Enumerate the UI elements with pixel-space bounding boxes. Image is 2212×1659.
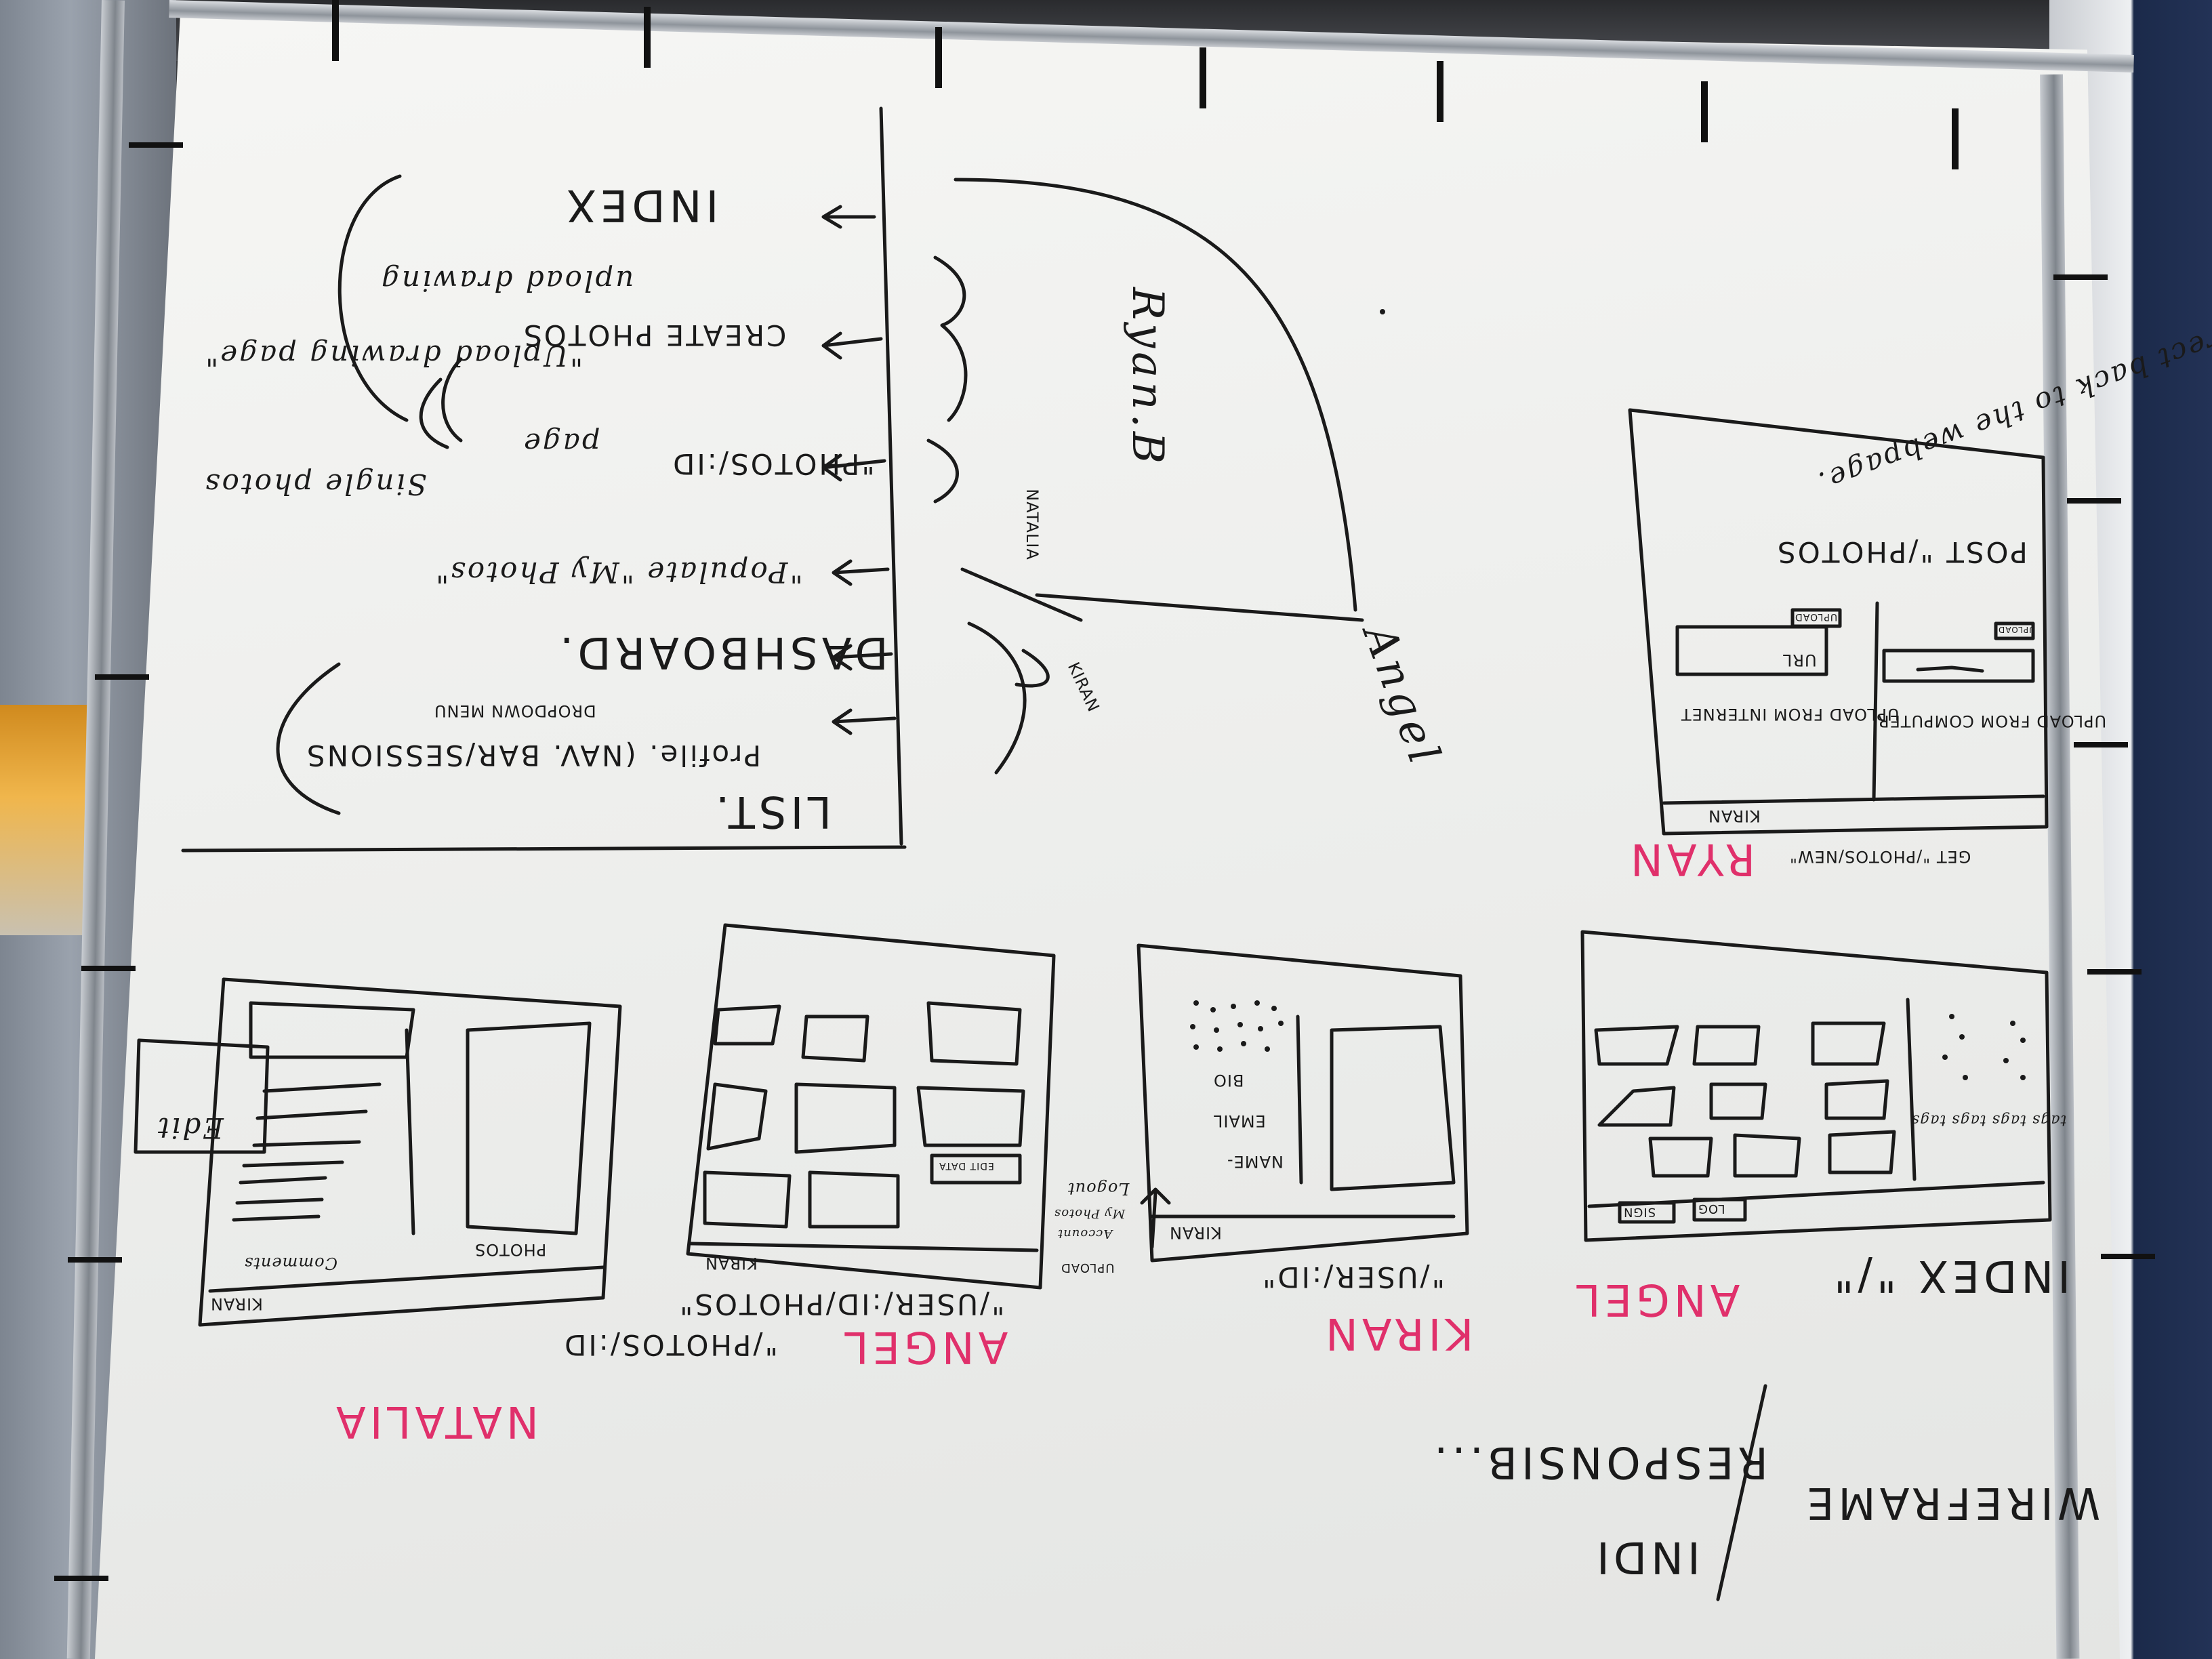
slash-divider xyxy=(1716,1384,1767,1601)
email-field-label: EMAIL xyxy=(1213,1111,1266,1130)
group-bracket-curve xyxy=(954,178,1357,612)
photo-detail-comments-label: Comments xyxy=(244,1254,337,1273)
owner-ryan: RYAN xyxy=(1626,834,1756,884)
user-profile-header: KIRAN xyxy=(1169,1223,1222,1242)
photo-detail-wireframe-frame xyxy=(198,977,622,1327)
route-user-id: "/USER/:ID" xyxy=(1261,1261,1445,1294)
upload-from-computer-label: UPLOAD FROM COMPUTER xyxy=(1877,712,2107,731)
zip-tie xyxy=(2101,1254,2155,1259)
upload-button-label: UPLOAD xyxy=(1795,611,1838,622)
note-responsibility: RESPONSIB... xyxy=(1430,1437,1768,1487)
list-arrows xyxy=(821,205,897,735)
note-wireframe: WIREFRAME xyxy=(1803,1477,2101,1528)
user-profile-wireframe-frame xyxy=(1136,943,1469,1263)
photo-detail-photos-label: PHOTOS xyxy=(474,1240,547,1259)
upload-label: UPLOAD xyxy=(1061,1261,1115,1275)
url-label: URL xyxy=(1782,651,1817,670)
index-wireframe-frame xyxy=(1580,930,2052,1242)
list-divider-horizontal xyxy=(181,845,907,853)
zip-tie xyxy=(2053,274,2108,280)
list-item-single-photos: Single photos xyxy=(203,468,427,501)
zip-tie xyxy=(1952,108,1959,169)
dots xyxy=(1190,309,2026,1080)
zip-tie xyxy=(2087,969,2142,975)
owner-angel-1: ANGEL xyxy=(840,1322,1008,1372)
photo-detail-edit-label: Edit xyxy=(156,1111,224,1145)
logout-label: Logout xyxy=(1067,1179,1130,1198)
my-photos-label: My Photos xyxy=(1054,1206,1126,1221)
bio-field-label: BIO xyxy=(1213,1071,1244,1090)
upload-from-internet-label: UPLOAD FROM INTERNET xyxy=(1681,705,1900,724)
zip-tie xyxy=(1701,81,1708,142)
post-photos-label: POST "/PHOTOS xyxy=(1776,535,2028,569)
zip-tie xyxy=(332,0,339,61)
get-photos-new-label: GET "/PHOTOS/NEW" xyxy=(1789,847,1971,866)
owner-angel-2: ANGEL xyxy=(1572,1274,1740,1324)
shelf-background xyxy=(0,705,88,935)
list-item-upload-drawing-page: "Upload drawing page" xyxy=(203,339,583,372)
note-indi: INDI xyxy=(1593,1532,1700,1582)
zip-tie xyxy=(644,7,651,68)
zip-tie xyxy=(2067,498,2121,504)
zip-tie xyxy=(81,966,136,971)
route-index: INDEX "/" xyxy=(1830,1250,2071,1300)
zip-tie xyxy=(2074,742,2128,747)
brace xyxy=(933,255,968,422)
zip-tie xyxy=(1437,61,1443,122)
list-item-dropdown-menu: DROPDOWN MENU xyxy=(434,701,596,720)
upload-wireframe-frame xyxy=(1628,408,2049,836)
name-ryan: Ryan.B xyxy=(1122,287,1172,468)
sign-button-label: SIGN xyxy=(1623,1205,1656,1219)
name-field-label: NAME- xyxy=(1227,1152,1284,1171)
zip-tie xyxy=(129,142,183,148)
zip-tie xyxy=(68,1257,122,1263)
list-item-profile-nav: Profile. (NAV. BAR/SESSIONS xyxy=(305,739,762,772)
owner-natalia: NATALIA xyxy=(332,1396,539,1446)
brace-lower xyxy=(276,662,341,815)
list-item-page: page xyxy=(522,427,600,460)
brace-left xyxy=(337,174,409,422)
upload-button-label-2: UPLOAD xyxy=(1998,625,2035,634)
list-item-upload-drawing: upload drawing xyxy=(380,264,634,298)
photo-detail-header: KIRAN xyxy=(210,1294,263,1313)
list-item-dashboard: DASHBOARD. xyxy=(556,627,888,677)
name-natalia: NATALIA xyxy=(1022,489,1042,560)
log-button-label: LOG xyxy=(1698,1202,1725,1216)
owner-kiran: KIRAN xyxy=(1322,1308,1474,1358)
list-divider-vertical xyxy=(879,106,903,846)
zip-tie xyxy=(95,674,149,680)
group-bracket-line xyxy=(960,567,1083,622)
edit-data-label: EDIT DATA xyxy=(939,1160,994,1171)
zip-tie xyxy=(54,1576,108,1581)
list-item-index: INDEX xyxy=(562,180,719,230)
zip-tie xyxy=(935,27,942,88)
tags-label: tags tags tags tags xyxy=(1911,1111,2067,1128)
brace xyxy=(967,621,1027,775)
route-photos-id: "/PHOTOS/:ID xyxy=(562,1328,778,1361)
list-item-populate-my-photos: "Populate "My Photos" xyxy=(434,556,803,589)
upload-wireframe-header: KIRAN xyxy=(1708,806,1761,825)
list-heading: LIST. xyxy=(712,786,832,836)
zip-tie xyxy=(1200,47,1206,108)
user-photos-wireframe-frame xyxy=(686,923,1056,1290)
whiteboard xyxy=(95,13,2120,1659)
list-item-photos-id: "PHOTOS/:ID xyxy=(671,447,875,480)
user-photos-header: KIRAN xyxy=(705,1254,758,1273)
account-label: Account xyxy=(1057,1227,1113,1241)
route-user-photos: "/USER/:ID/PHOTOS" xyxy=(678,1288,1005,1321)
